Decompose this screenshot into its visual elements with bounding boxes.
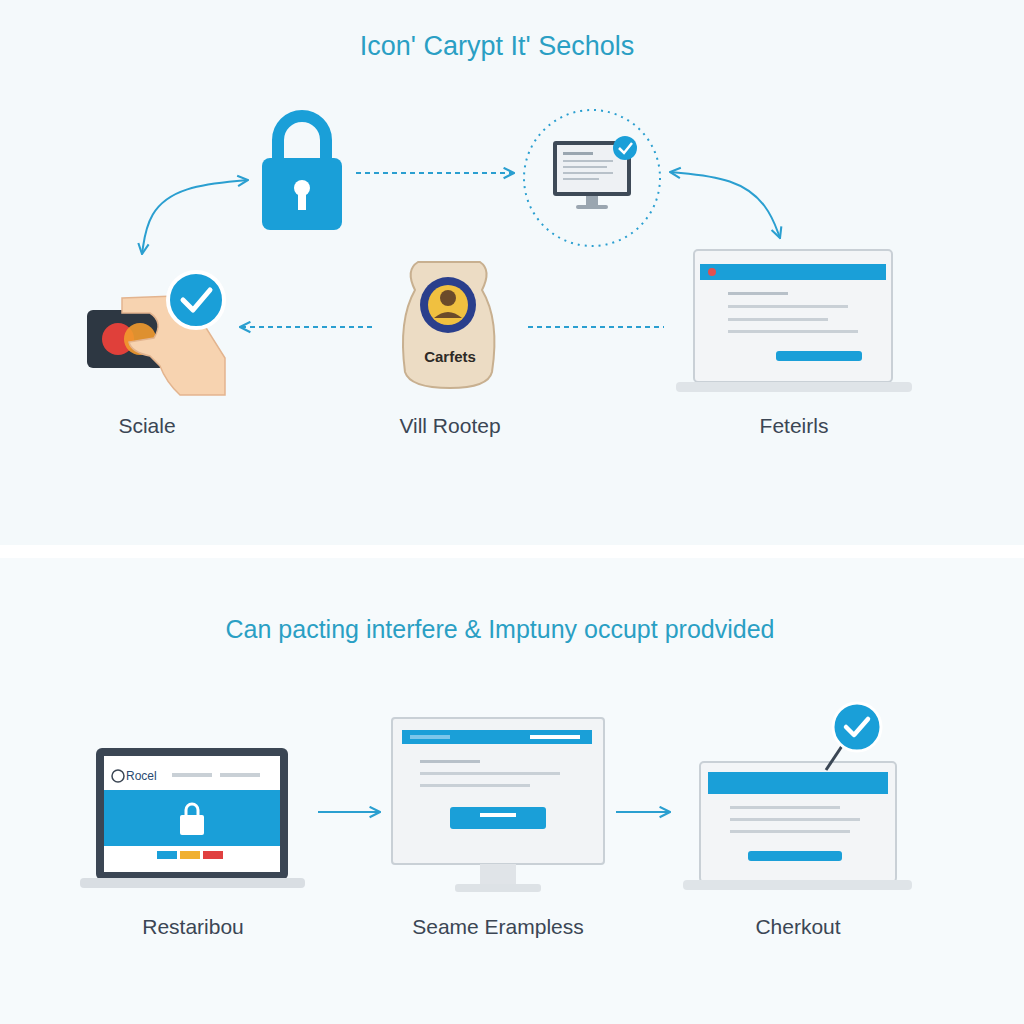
laptop-node: Cherkout xyxy=(678,700,918,944)
card-node: Sciale xyxy=(62,262,232,442)
connector xyxy=(616,811,670,813)
sack-text: Carfets xyxy=(424,348,476,366)
divider-band xyxy=(0,545,1024,558)
laptop-node: Feteirls xyxy=(672,246,916,442)
connector xyxy=(318,811,380,813)
node-label: Vill Rootep xyxy=(399,413,500,438)
title: Icon' Carypt It' Sechols xyxy=(360,30,634,62)
dashed-connector xyxy=(528,326,664,328)
node-label: Feteirls xyxy=(760,413,829,438)
laptop-icon xyxy=(683,703,912,890)
node-label: Sciale xyxy=(118,413,175,438)
dashed-connector xyxy=(240,326,372,328)
dashed-connector xyxy=(356,172,514,174)
node-label: Cherkout xyxy=(755,914,840,939)
lower-panel xyxy=(0,558,1024,1024)
connector xyxy=(142,180,248,254)
monitor-icon xyxy=(524,110,660,246)
laptop-node: RocelRestaribou xyxy=(76,742,310,944)
node-label: Restaribou xyxy=(142,914,244,939)
monitor-icon xyxy=(392,718,604,892)
sack-icon xyxy=(403,262,495,388)
connector xyxy=(670,172,780,238)
lock-node xyxy=(256,105,348,240)
monitor-node: Seame Erampless xyxy=(388,712,608,944)
laptop-icon xyxy=(676,250,912,392)
subtitle: Can pacting interfere & Imptuny occupt p… xyxy=(226,614,775,644)
sack-node: CarfetsVill Rootep xyxy=(380,255,520,442)
screen-logo-text: Rocel xyxy=(126,769,157,783)
lock-icon xyxy=(262,116,342,230)
card-hand-icon xyxy=(87,272,225,395)
node-label: Seame Erampless xyxy=(412,914,584,939)
monitor-node xyxy=(522,108,662,248)
laptop-icon xyxy=(80,748,305,888)
